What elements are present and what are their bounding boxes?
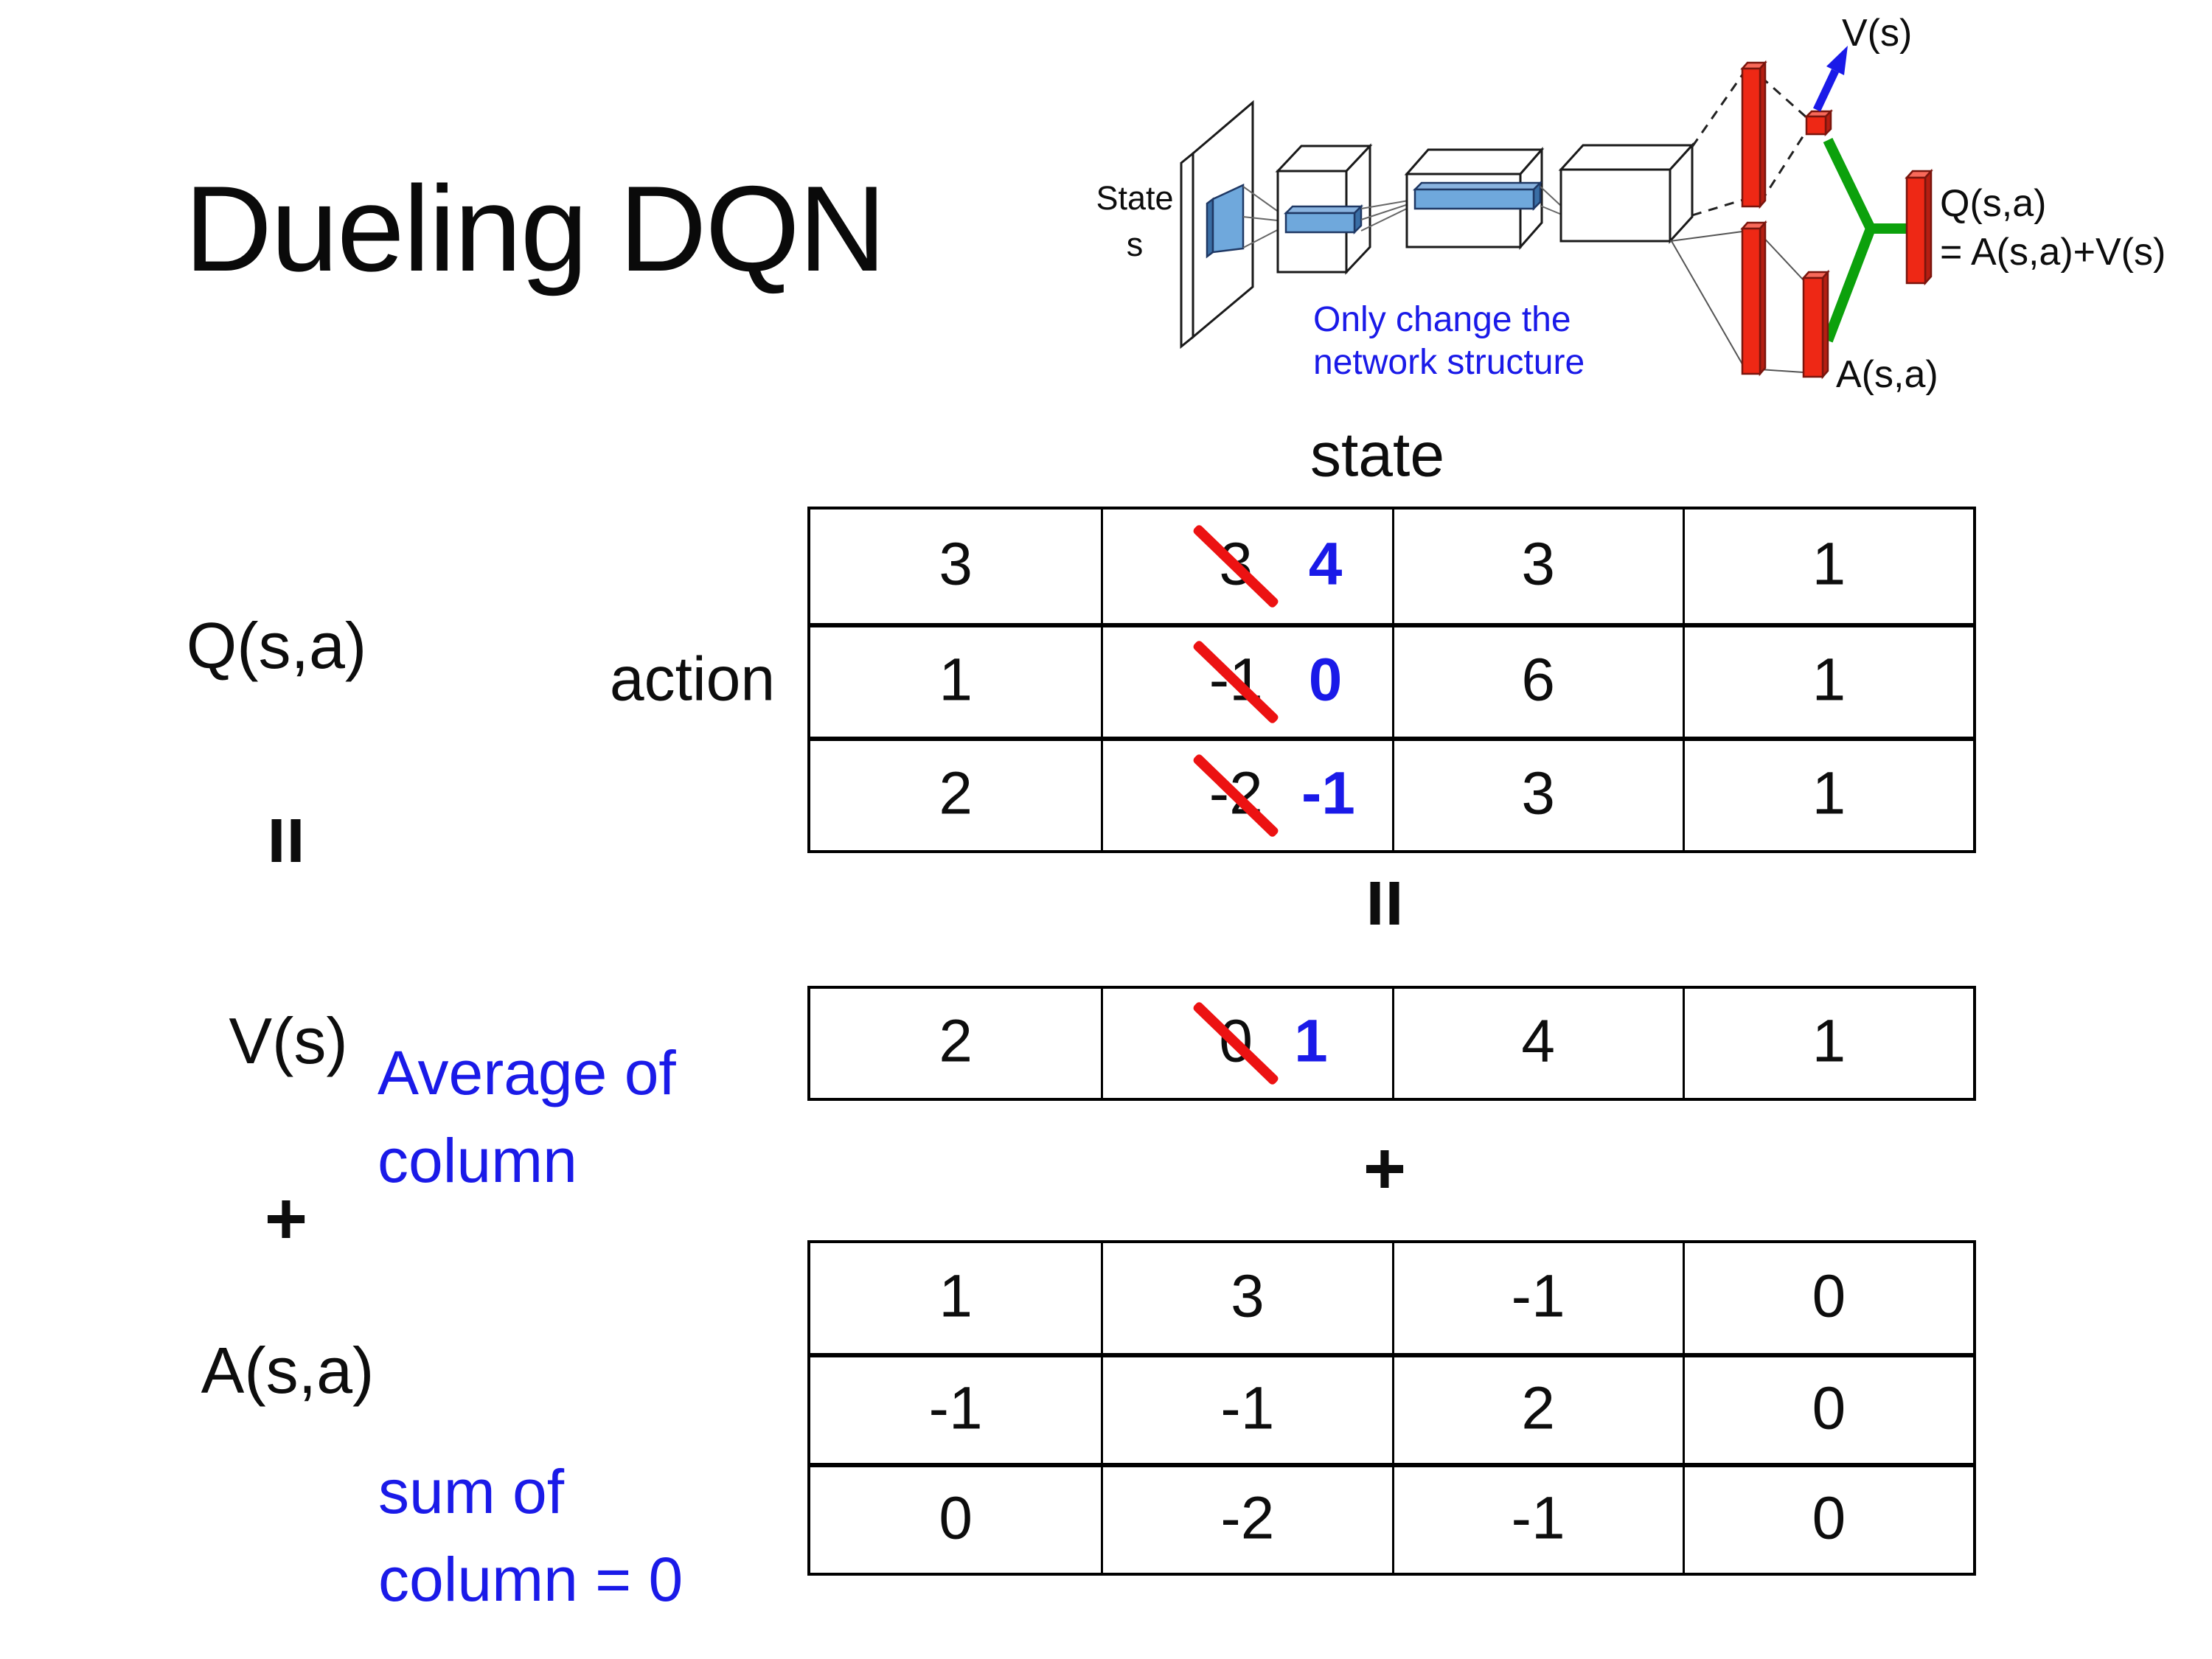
table-cell: 1 xyxy=(1682,509,1973,623)
feature-bar-2 xyxy=(1412,180,1543,212)
cell-value: 1 xyxy=(939,1262,973,1330)
diagram-state-label: State xyxy=(1096,179,1173,217)
cell-value: 1 xyxy=(1812,759,1846,827)
dueling-network-diagram: State s V(s) Q(s,a) = A(s,a)+V(s) A(s,a)… xyxy=(1096,15,2166,396)
table-cell: -1 xyxy=(810,1353,1102,1463)
value-arrow-icon xyxy=(1813,46,1848,112)
table-cell: 2 xyxy=(1391,1353,1683,1463)
table-cell: 2 xyxy=(810,737,1102,850)
table-cell: 0 xyxy=(1682,1353,1973,1463)
cell-value: 6 xyxy=(1521,646,1555,714)
table-cell: 2 xyxy=(810,989,1101,1098)
cell-value: 4 xyxy=(1521,1007,1555,1075)
cell-corrected-value: 4 xyxy=(1308,530,1343,598)
average-note-line1: Average of xyxy=(378,1038,676,1107)
average-of-column-note: Average of column xyxy=(378,1029,676,1206)
fc-bar-value-hidden xyxy=(1740,60,1767,209)
v-term-label: V(s) xyxy=(229,1004,348,1077)
diagram-note-line1: Only change the xyxy=(1313,300,1571,339)
cell-value: 3 xyxy=(1521,530,1555,598)
cell-corrected-value: -1 xyxy=(1301,759,1355,827)
table-cell: -1 xyxy=(1391,1243,1683,1353)
fc-node-value-scalar xyxy=(1804,108,1834,137)
cell-value: -1 xyxy=(1511,1484,1565,1552)
diagram-q-out-formula: = A(s,a)+V(s) xyxy=(1940,231,2166,274)
cell-value: 0 xyxy=(939,1484,973,1552)
average-note-line2: column xyxy=(378,1126,577,1196)
advantage-stream-lines xyxy=(1669,231,1804,373)
fc-bar-advantage-hidden xyxy=(1740,220,1767,377)
action-axis-label: action xyxy=(609,644,776,714)
conv-box-3 xyxy=(1558,142,1695,244)
conv-lines-3 xyxy=(1540,186,1562,215)
cell-value: 3 xyxy=(1231,1262,1265,1330)
aggregator-y-connector xyxy=(1823,137,1907,343)
table-cell: 1 xyxy=(810,1243,1101,1353)
cell-value: 2 xyxy=(939,1007,973,1075)
cell-value: 1 xyxy=(1812,530,1846,598)
conv-patch-icon xyxy=(1206,184,1245,259)
plus-sign-left: + xyxy=(264,1178,308,1260)
diagram-q-out-label: Q(s,a) xyxy=(1940,182,2046,225)
table-cell: 1 xyxy=(1682,737,1973,850)
table-cell: 0 xyxy=(810,1463,1102,1573)
table-cell: 1 xyxy=(1682,623,1973,737)
cell-value: 0 xyxy=(1812,1374,1846,1442)
table-cell: 3 xyxy=(810,509,1101,623)
table-cell: 1 xyxy=(810,623,1102,737)
q-term-label: Q(s,a) xyxy=(186,609,367,682)
table-cell: 01 xyxy=(1101,989,1391,1098)
diagram-v-out-label: V(s) xyxy=(1842,15,1912,55)
cell-value: 3 xyxy=(1521,759,1555,827)
table-cell: 0 xyxy=(1682,1243,1973,1353)
cell-value: -1 xyxy=(928,1374,983,1442)
diagram-state-sub: s xyxy=(1127,226,1144,263)
sum-note-line2: column = 0 xyxy=(378,1545,684,1615)
cell-value: -1 xyxy=(1220,1374,1275,1442)
table-cell: 3 xyxy=(1101,1243,1391,1353)
table-cell: 34 xyxy=(1101,509,1391,623)
table-cell: 4 xyxy=(1391,989,1683,1098)
table-cell: 0 xyxy=(1682,1463,1973,1573)
table-cell: -10 xyxy=(1101,623,1392,737)
cell-value: -1 xyxy=(1511,1262,1565,1330)
cell-value: 2 xyxy=(1521,1374,1555,1442)
fc-bar-advantage-out xyxy=(1801,269,1830,380)
cell-value: -2 xyxy=(1220,1484,1275,1552)
table-cell: 1 xyxy=(1682,989,1973,1098)
cell-value: 0 xyxy=(1812,1484,1846,1552)
a-term-label: A(s,a) xyxy=(201,1334,375,1407)
diagram-a-out-label: A(s,a) xyxy=(1836,353,1938,396)
cell-corrected-value: 0 xyxy=(1308,646,1343,714)
table-cell: -2-1 xyxy=(1101,737,1392,850)
cell-value: 1 xyxy=(1812,1007,1846,1075)
cell-value: 1 xyxy=(1812,646,1846,714)
sum-note-line1: sum of xyxy=(378,1457,565,1526)
table-cell: -2 xyxy=(1101,1463,1392,1573)
fc-bar-q-out xyxy=(1905,168,1933,286)
plus-sign-mid: + xyxy=(1363,1127,1407,1210)
diagram-note-line2: network structure xyxy=(1313,343,1585,382)
table-cell: 6 xyxy=(1391,623,1683,737)
conv-lines-2 xyxy=(1360,199,1413,232)
cell-corrected-value: 1 xyxy=(1294,1007,1328,1075)
v-values-table: 2 01 4 1 xyxy=(807,986,1976,1101)
table-cell: -1 xyxy=(1391,1463,1683,1573)
table-cell: -1 xyxy=(1101,1353,1392,1463)
table-cell: 3 xyxy=(1391,737,1683,850)
cell-value: 0 xyxy=(1812,1262,1846,1330)
value-stream-dashed-lines xyxy=(1691,73,1809,217)
cell-value: 3 xyxy=(939,530,973,598)
equals-rotated-left xyxy=(271,819,301,862)
state-axis-label: state xyxy=(1310,420,1445,490)
slide-title: Dueling DQN xyxy=(184,161,886,296)
table-cell: 3 xyxy=(1391,509,1683,623)
cell-value: 1 xyxy=(939,646,973,714)
a-values-table: 1 3 -1 0 -1 -1 2 0 0 -2 -1 0 xyxy=(807,1240,1976,1576)
sum-of-column-note: sum of column = 0 xyxy=(378,1448,683,1624)
feature-bar-1 xyxy=(1283,204,1364,235)
cell-value: 2 xyxy=(939,759,973,827)
equals-rotated-mid xyxy=(1370,882,1399,925)
